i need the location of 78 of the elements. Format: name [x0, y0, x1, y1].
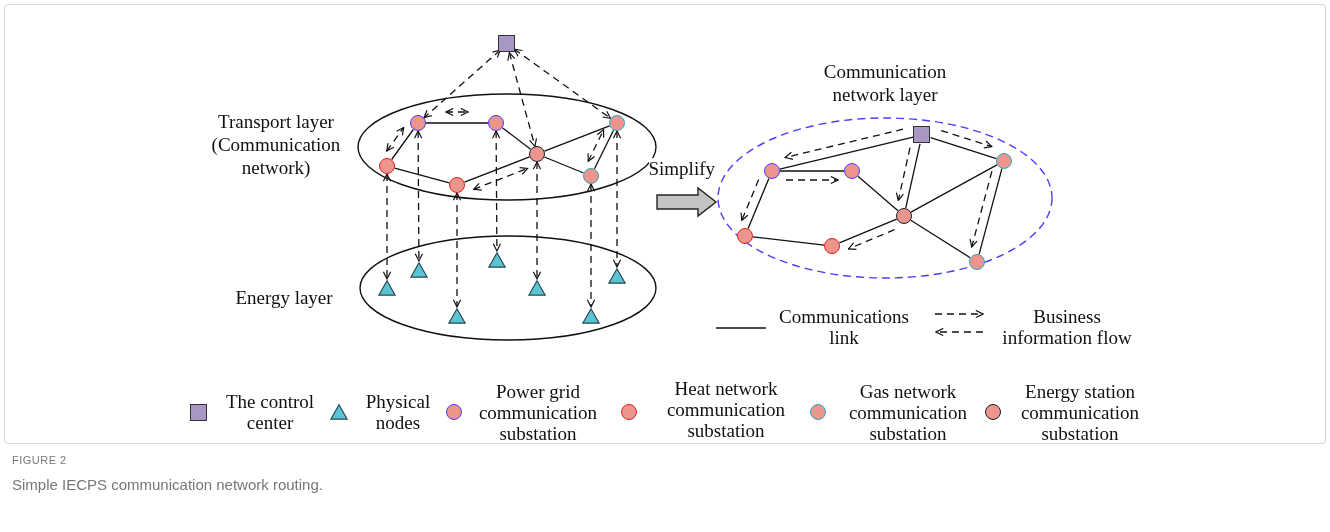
substation-node — [763, 162, 780, 179]
link-line — [752, 236, 825, 246]
control-center-square — [498, 35, 516, 53]
legend-label: Heat network communication substation — [665, 378, 787, 441]
flow-arrow — [532, 161, 542, 280]
legend-label: Physical nodes — [364, 391, 432, 433]
substation-node — [736, 227, 753, 244]
flow-arrow — [586, 183, 596, 308]
substation-node — [968, 253, 985, 270]
link-line — [394, 167, 450, 184]
flow-arrow — [784, 128, 904, 160]
legend-label: Business information flow — [1001, 306, 1133, 348]
physical-node-triangle — [608, 268, 626, 284]
flow-arrow — [612, 130, 622, 268]
flow-arrow — [452, 192, 462, 308]
link-line — [543, 125, 611, 152]
legend-label: Energy station communication substation — [1019, 381, 1141, 444]
flow-arrow — [847, 229, 896, 251]
substation-node — [608, 114, 625, 131]
legend-label: Power grid communication substation — [477, 381, 599, 444]
flow-arrow — [386, 126, 405, 152]
flow-arrow — [513, 48, 612, 119]
link-line — [391, 128, 414, 161]
physical-node-triangle — [410, 262, 428, 278]
block-arrow — [656, 186, 718, 218]
link-line — [501, 127, 532, 150]
link-line — [543, 156, 585, 174]
substation-node — [823, 237, 840, 254]
link-line — [779, 170, 845, 172]
physical-node-triangle — [378, 280, 396, 296]
link-line — [910, 219, 971, 259]
flow-arrow — [587, 129, 605, 162]
substation-node — [895, 207, 912, 224]
figure-caption: Simple IECPS communication network routing. — [12, 476, 323, 493]
substation-node — [582, 167, 599, 184]
flow-arrow — [423, 49, 501, 119]
flow-arrow — [382, 173, 392, 280]
link-line — [929, 137, 998, 160]
layer-label: Energy layer — [234, 286, 334, 309]
physical-node-triangle — [488, 252, 506, 268]
physical-node-triangle — [582, 308, 600, 324]
flow-arrow — [895, 147, 911, 202]
legend-label: Gas network communication substation — [847, 381, 969, 444]
link-line — [910, 164, 998, 213]
link-line — [838, 218, 898, 244]
flow-arrow — [507, 52, 538, 147]
flow-arrow — [785, 175, 839, 185]
layer-label: Transport layer (Communication network) — [210, 110, 342, 179]
link-line — [779, 136, 914, 170]
control-center-square — [913, 126, 931, 144]
link-line — [593, 129, 615, 170]
substation-node — [487, 114, 504, 131]
link-line — [463, 156, 531, 183]
flow-arrow — [491, 130, 502, 252]
link-line — [857, 175, 899, 212]
flow-arrow — [940, 129, 993, 149]
flow-arrow — [445, 107, 469, 117]
substation-node — [409, 114, 426, 131]
link-line — [425, 122, 489, 124]
substation-node — [843, 162, 860, 179]
flow-arrow — [413, 130, 424, 262]
link-line — [978, 168, 1003, 255]
substation-node — [528, 145, 545, 162]
substation-node — [448, 176, 465, 193]
substation-node — [378, 157, 395, 174]
layer-label: Communication network layer — [822, 60, 948, 106]
legend-label: The control center — [224, 391, 316, 433]
legend-label: Communications link — [778, 306, 910, 348]
edge-label: Simplify — [648, 158, 715, 180]
link-line — [905, 143, 921, 209]
flow-arrow — [473, 167, 529, 191]
flow-arrow — [740, 178, 760, 222]
link-line — [747, 177, 770, 230]
physical-node-triangle — [448, 308, 466, 324]
substation-node — [995, 152, 1012, 169]
figure-number: FIGURE 2 — [12, 454, 67, 466]
physical-node-triangle — [528, 280, 546, 296]
flow-arrow — [969, 170, 993, 248]
